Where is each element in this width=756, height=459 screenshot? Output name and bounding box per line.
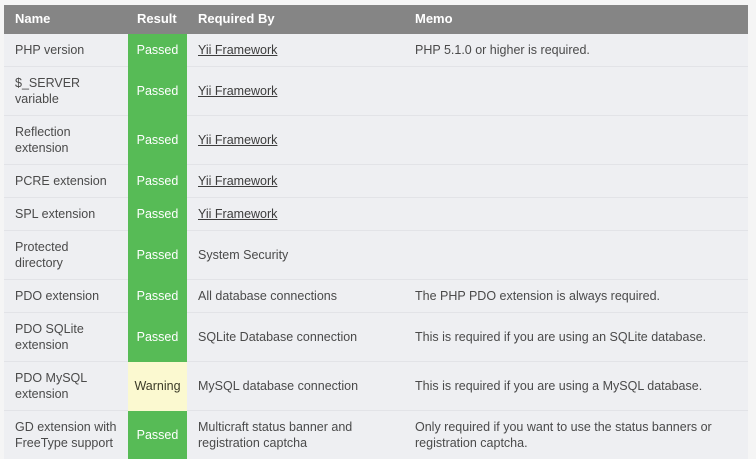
- cell-memo: PHP 5.1.0 or higher is required.: [404, 34, 748, 67]
- cell-memo: [404, 165, 748, 198]
- table-header: Name Result Required By Memo: [4, 5, 748, 34]
- required-by-text: All database connections: [198, 289, 337, 303]
- cell-name: PDO extension: [4, 280, 128, 313]
- required-by-link[interactable]: Yii Framework: [198, 207, 277, 221]
- cell-memo: This is required if you are using an SQL…: [404, 313, 748, 362]
- status-badge: Passed: [128, 280, 187, 313]
- status-badge: Passed: [128, 313, 187, 362]
- requirements-table-container: Name Result Required By Memo PHP version…: [4, 5, 748, 459]
- cell-required-by: Yii Framework: [187, 165, 404, 198]
- cell-memo: The PHP PDO extension is always required…: [404, 280, 748, 313]
- cell-name: Reflection extension: [4, 116, 128, 165]
- cell-memo: [404, 231, 748, 280]
- required-by-link[interactable]: Yii Framework: [198, 174, 277, 188]
- cell-name: PDO SQLite extension: [4, 313, 128, 362]
- required-by-text: SQLite Database connection: [198, 330, 357, 344]
- column-header-memo: Memo: [404, 5, 748, 34]
- cell-name: SPL extension: [4, 198, 128, 231]
- cell-name: PCRE extension: [4, 165, 128, 198]
- cell-required-by: Yii Framework: [187, 116, 404, 165]
- required-by-link[interactable]: Yii Framework: [198, 133, 277, 147]
- cell-required-by: SQLite Database connection: [187, 313, 404, 362]
- column-header-name: Name: [4, 5, 128, 34]
- cell-required-by: All database connections: [187, 280, 404, 313]
- cell-name: PHP version: [4, 34, 128, 67]
- cell-memo: [404, 198, 748, 231]
- cell-memo: This is required if you are using a MySQ…: [404, 362, 748, 411]
- cell-memo: [404, 116, 748, 165]
- status-badge: Passed: [128, 34, 187, 67]
- column-header-result: Result: [128, 5, 187, 34]
- status-badge: Passed: [128, 67, 187, 116]
- status-badge: Passed: [128, 198, 187, 231]
- table-header-row: Name Result Required By Memo: [4, 5, 748, 34]
- column-header-required-by: Required By: [187, 5, 404, 34]
- cell-required-by: Yii Framework: [187, 34, 404, 67]
- status-badge: Warning: [128, 362, 187, 411]
- cell-required-by: Yii Framework: [187, 67, 404, 116]
- requirements-table: Name Result Required By Memo PHP version…: [4, 5, 748, 459]
- status-badge: Passed: [128, 231, 187, 280]
- required-by-text: MySQL database connection: [198, 379, 358, 393]
- cell-name: PDO MySQL extension: [4, 362, 128, 411]
- required-by-link[interactable]: Yii Framework: [198, 84, 277, 98]
- status-badge: Passed: [128, 116, 187, 165]
- required-by-link[interactable]: Yii Framework: [198, 43, 277, 57]
- required-by-text: System Security: [198, 248, 288, 262]
- cell-memo: [404, 67, 748, 116]
- cell-name: $_SERVER variable: [4, 67, 128, 116]
- cell-required-by: MySQL database connection: [187, 362, 404, 411]
- cell-memo: Only required if you want to use the sta…: [404, 411, 748, 459]
- cell-required-by: System Security: [187, 231, 404, 280]
- cell-name: GD extension with FreeType support: [4, 411, 128, 459]
- cell-required-by: Multicraft status banner and registratio…: [187, 411, 404, 459]
- status-badge: Passed: [128, 411, 187, 459]
- cell-name: Protected directory: [4, 231, 128, 280]
- status-badge: Passed: [128, 165, 187, 198]
- cell-required-by: Yii Framework: [187, 198, 404, 231]
